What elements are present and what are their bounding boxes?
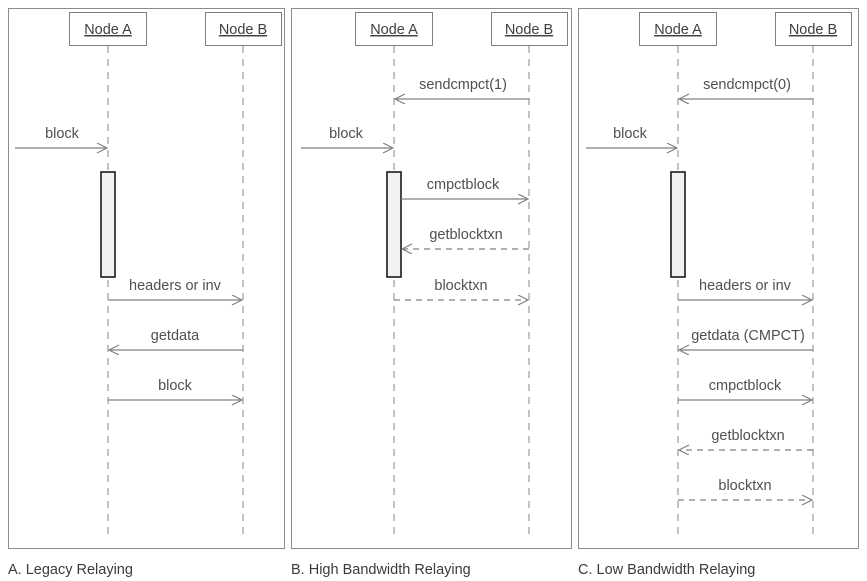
- panel-c: Node A Node B sendcmpct(0) block headers…: [578, 8, 859, 578]
- panel-b-node-b-box[interactable]: [491, 12, 568, 46]
- panel-c-node-b-label: Node B: [789, 22, 837, 38]
- panel-c-activation-bar: [670, 171, 686, 278]
- panel-a-node-a-label: Node A: [84, 22, 132, 38]
- panel-b-message-0-label: sendcmpct(1): [419, 77, 507, 93]
- panel-c-message-4-label: getblocktxn: [711, 428, 784, 444]
- panel-b-node-a-label: Node A: [370, 22, 418, 38]
- panel-b-caption: B. High Bandwidth Relaying: [291, 562, 471, 578]
- panel-c-message-1-label: headers or inv: [699, 278, 792, 294]
- panel-b-activation-bar: [386, 171, 402, 278]
- panel-a-external-message-label: block: [45, 126, 80, 142]
- panel-a-message-2-label: block: [158, 378, 193, 394]
- panel-a-node-b-label: Node B: [219, 22, 267, 38]
- panel-b-message-1-label: cmpctblock: [427, 177, 500, 193]
- panel-b-border: [291, 8, 572, 549]
- panel-b-node-b-label: Node B: [505, 22, 553, 38]
- panel-c-node-a-label: Node A: [654, 22, 702, 38]
- panel-b-message-2-label: getblocktxn: [429, 227, 502, 243]
- panel-a-caption: A. Legacy Relaying: [8, 562, 133, 578]
- panel-a-border: [8, 8, 285, 549]
- panel-c-node-a-box[interactable]: [639, 12, 717, 46]
- panel-a-node-b-box[interactable]: [205, 12, 282, 46]
- panel-c-caption: C. Low Bandwidth Relaying: [578, 562, 755, 578]
- panel-c-external-message-label: block: [613, 126, 648, 142]
- panel-b-message-3-label: blocktxn: [434, 278, 487, 294]
- panel-b-node-a-box[interactable]: [355, 12, 433, 46]
- panel-c-message-5-label: blocktxn: [718, 478, 771, 494]
- panel-c-message-2-label: getdata (CMPCT): [691, 328, 805, 344]
- panel-a: Node A Node B block headers or inv getda…: [8, 8, 285, 578]
- panel-c-node-b-box[interactable]: [775, 12, 852, 46]
- panel-a-node-a-box[interactable]: [69, 12, 147, 46]
- panel-c-message-3-label: cmpctblock: [709, 378, 782, 394]
- panel-b-external-message-label: block: [329, 126, 364, 142]
- panel-a-message-0-label: headers or inv: [129, 278, 222, 294]
- panel-c-border: [578, 8, 859, 549]
- panel-c-message-0-label: sendcmpct(0): [703, 77, 791, 93]
- panel-a-message-1-label: getdata: [151, 328, 200, 344]
- panel-b: Node A Node B sendcmpct(1) block cmpctbl…: [291, 8, 572, 578]
- panel-a-activation-bar: [100, 171, 116, 278]
